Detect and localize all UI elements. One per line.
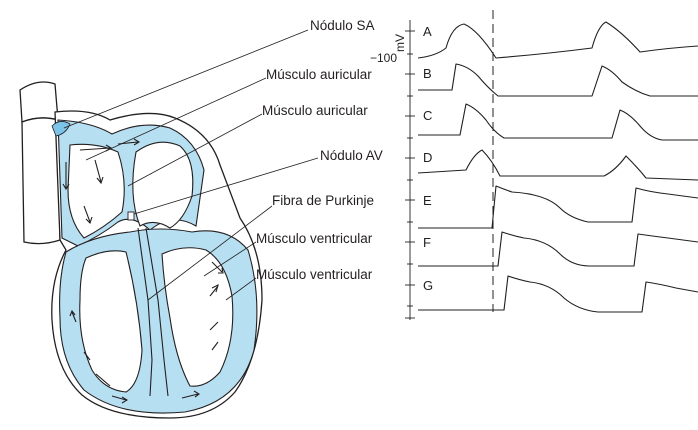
- row-label-f: F: [423, 235, 431, 250]
- trace-c-atrial: [418, 104, 698, 140]
- row-label-a: A: [423, 24, 432, 39]
- voltage-scale: −100 mV: [370, 20, 415, 320]
- row-labels: A B C D E F G: [423, 24, 433, 293]
- row-label-b: B: [423, 66, 432, 81]
- action-potential-traces: [418, 22, 698, 312]
- row-label-g: G: [423, 278, 433, 293]
- region-labels: Nódulo SA Músculo auricular Músculo auri…: [256, 18, 383, 282]
- label-atrial-muscle-1: Músculo auricular: [266, 67, 372, 82]
- scale-value: −100: [370, 51, 397, 65]
- row-label-c: C: [423, 108, 432, 123]
- trace-e-purkinje: [418, 186, 698, 228]
- label-ventricular-muscle-1: Músculo ventricular: [256, 231, 373, 246]
- row-label-e: E: [423, 193, 432, 208]
- trace-f-ventricular: [418, 232, 698, 266]
- trace-d-av-node: [418, 150, 698, 180]
- row-label-d: D: [423, 150, 432, 165]
- label-ventricular-muscle-2: Músculo ventricular: [256, 267, 373, 282]
- trace-g-ventricular: [418, 276, 698, 312]
- label-av-node: Nódulo AV: [320, 148, 383, 163]
- label-sa-node: Nódulo SA: [310, 18, 375, 33]
- av-node: [128, 212, 134, 220]
- superior-vena-cava: [22, 118, 60, 244]
- scale-unit: mV: [393, 34, 407, 52]
- great-vessel: [20, 82, 58, 122]
- trace-a-sa-node: [418, 22, 698, 58]
- heart-illustration: [20, 82, 262, 418]
- label-atrial-muscle-2: Músculo auricular: [262, 103, 368, 118]
- label-purkinje: Fibra de Purkinje: [272, 193, 374, 208]
- trace-b-atrial: [418, 64, 698, 96]
